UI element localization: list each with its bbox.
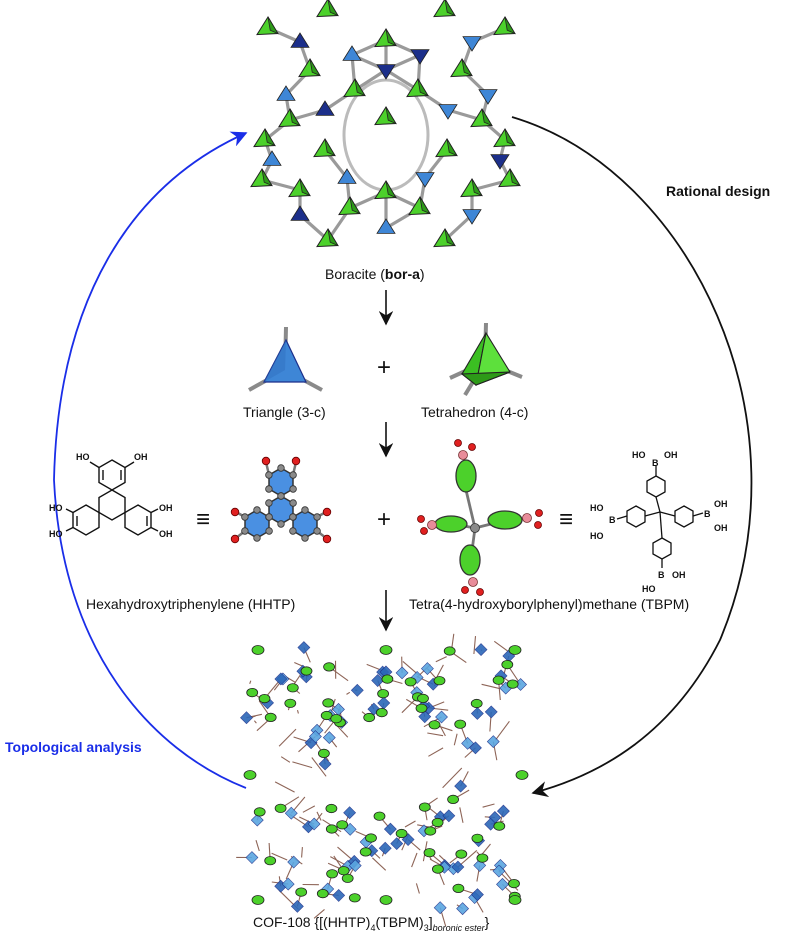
- triangle-label: Triangle (3-c): [243, 404, 326, 420]
- cof-108-framework: [236, 633, 529, 927]
- tetrahedron-label: Tetrahedron (4-c): [421, 404, 529, 420]
- cof-108-label: COF-108 {[(HHTP)4(TBPM)3]boronic ester}: [253, 914, 490, 933]
- triangle-3c-block: [248, 326, 323, 392]
- hhtp-structure: HO OH HO HO OH OH: [49, 452, 173, 539]
- hhtp-label: Hexahydroxytriphenylene (HHTP): [86, 596, 296, 612]
- hhtp-oh-1: HO: [76, 452, 90, 462]
- tbpm-ho-3: HO: [590, 531, 604, 541]
- tbpm-b-3: B: [704, 509, 711, 519]
- tbpm-b-1: B: [652, 458, 659, 468]
- hhtp-oh-6: OH: [159, 529, 173, 539]
- tbpm-label: Tetra(4-hydroxyborylphenyl)methane (TBPM…: [409, 596, 690, 612]
- rational-design-label: Rational design: [666, 183, 771, 199]
- tbpm-b-4: B: [658, 570, 665, 580]
- hhtp-oh-5: OH: [159, 503, 173, 513]
- hhtp-model: [230, 456, 332, 544]
- equiv-sign-2: ≡: [559, 506, 574, 533]
- plus-sign-2: +: [377, 506, 392, 533]
- tbpm-model: [417, 439, 543, 596]
- topological-analysis-label: Topological analysis: [5, 739, 142, 755]
- tbpm-ho-4: HO: [642, 584, 656, 594]
- boracite-label: Boracite (bor-a): [325, 266, 425, 282]
- plus-sign-1: +: [377, 354, 392, 381]
- topological-analysis-arrow: [53, 131, 248, 789]
- tbpm-oh-1: OH: [664, 450, 678, 460]
- hhtp-oh-4: HO: [49, 529, 63, 539]
- tetrahedron-4c-block: [449, 322, 523, 397]
- hhtp-oh-3: HO: [49, 503, 63, 513]
- tbpm-oh-2: OH: [714, 499, 728, 509]
- tbpm-structure: B HO OH B HO HO B OH OH B HO OH: [590, 450, 728, 594]
- tbpm-ho-1: HO: [632, 450, 646, 460]
- tbpm-b-2: B: [609, 515, 616, 525]
- hhtp-oh-2: OH: [134, 452, 148, 462]
- tbpm-oh-4: OH: [672, 570, 686, 580]
- boracite-net: [250, 0, 521, 248]
- tbpm-ho-2: HO: [590, 503, 604, 513]
- equiv-sign-1: ≡: [196, 506, 211, 533]
- rational-design-arrow: [511, 116, 753, 798]
- tbpm-oh-3: OH: [714, 523, 728, 533]
